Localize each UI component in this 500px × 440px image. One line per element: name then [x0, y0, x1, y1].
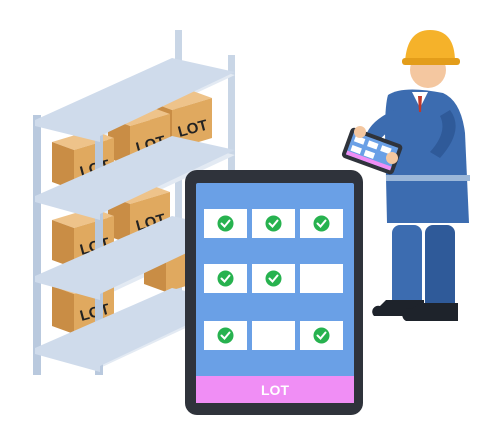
check-mark — [316, 219, 327, 228]
check-icon — [217, 327, 234, 344]
tablet: LOT — [185, 170, 363, 415]
check-grid — [204, 209, 343, 350]
check-mark — [220, 219, 231, 228]
check-icon — [313, 215, 330, 232]
check-mark — [316, 331, 327, 340]
check-mark — [268, 274, 279, 283]
check-icon — [217, 270, 234, 287]
grid-cell — [252, 321, 295, 350]
check-icon — [217, 215, 234, 232]
tablet-footer-bar — [196, 376, 354, 403]
check-mark — [268, 219, 279, 228]
check-icon — [265, 215, 282, 232]
worker — [341, 30, 470, 321]
check-icon — [313, 327, 330, 344]
grid-cell — [300, 264, 343, 293]
check-mark — [220, 331, 231, 340]
tablet-footer-label: LOT — [261, 382, 289, 398]
check-icon — [265, 270, 282, 287]
check-mark — [220, 274, 231, 283]
